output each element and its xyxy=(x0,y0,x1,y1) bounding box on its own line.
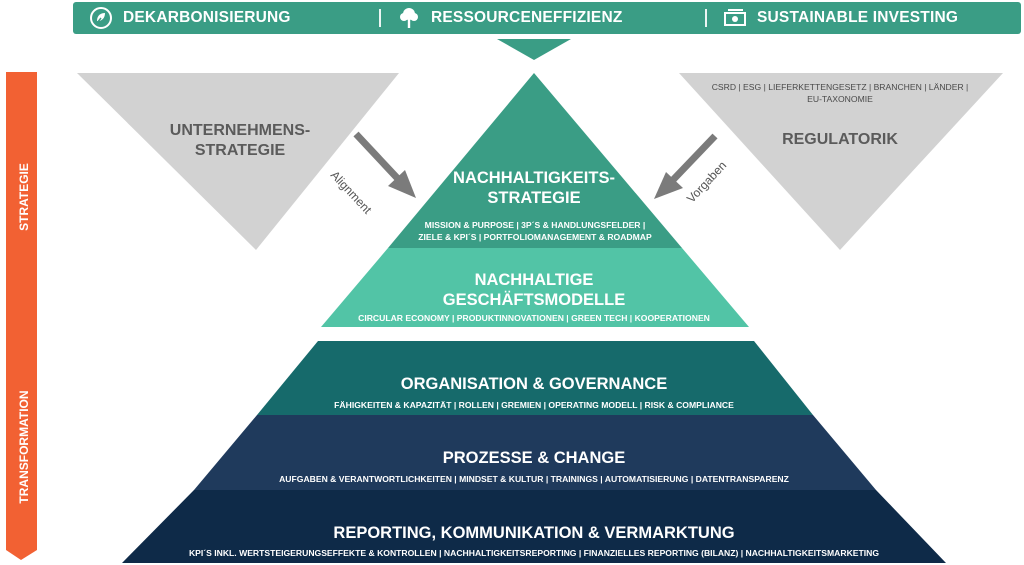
geschaeftsmodelle-subtitle: CIRCULAR ECONOMY | PRODUKTINNOVATIONEN |… xyxy=(358,313,710,323)
transformation-side-label: TRANSFORMATION xyxy=(17,390,31,504)
banner-item-dekarbonisierung: DEKARBONISIERUNG xyxy=(89,2,291,34)
banner-item-sustainable-investing: SUSTAINABLE INVESTING xyxy=(723,2,958,34)
transformation-side-arrow xyxy=(6,325,37,560)
geschaeftsmodelle-title: NACHHALTIGE GESCHÄFTSMODELLE xyxy=(420,270,648,310)
banner-pointer xyxy=(497,39,571,60)
reporting-title: REPORTING, KOMMUNIKATION & VERMARKTUNG xyxy=(333,524,735,542)
alignment-arrow xyxy=(353,131,416,198)
prozesse-title: PROZESSE & CHANGE xyxy=(442,449,626,467)
nachhaltigkeitsstrategie-title: NACHHALTIGKEITS- STRATEGIE xyxy=(434,168,634,208)
banner-item-ressourceneffizienz: RESSOURCENEFFIZIENZ xyxy=(397,2,623,34)
unternehmensstrategie-title: UNTERNEHMENS- STRATEGIE xyxy=(150,121,330,161)
organisation-title: ORGANISATION & GOVERNANCE xyxy=(400,375,668,393)
prozesse-subtitle: AUFGABEN & VERANTWORTLICHKEITEN | MINDSE… xyxy=(279,474,789,484)
reporting-level xyxy=(122,490,946,563)
tree-icon xyxy=(397,6,421,30)
regulatorik-title: REGULATORIK xyxy=(782,131,898,148)
subtitle-line: EU-TAXONOMIE xyxy=(807,94,873,104)
subtitle-line: CSRD | ESG | LIEFERKETTENGESETZ | BRANCH… xyxy=(711,82,969,92)
banner-separator xyxy=(379,9,381,27)
regulatorik-subtitle: CSRD | ESG | LIEFERKETTENGESETZ | BRANCH… xyxy=(694,81,986,105)
prozesse-level xyxy=(194,415,876,490)
leaf-plug-icon xyxy=(89,6,113,30)
title-line: STRATEGIE xyxy=(487,189,581,207)
title-line: NACHHALTIGE xyxy=(474,271,594,289)
subtitle-line: ZIELE & KPI´S | PORTFOLIOMANAGEMENT & RO… xyxy=(418,232,652,242)
strategie-side-label: STRATEGIE xyxy=(17,163,31,231)
nachhaltigkeitsstrategie-level xyxy=(388,73,682,248)
money-bill-icon xyxy=(723,6,747,30)
vorgaben-arrow xyxy=(654,133,718,199)
regulatorik-triangle xyxy=(679,73,1003,250)
nachhaltigkeitsstrategie-subtitle: MISSION & PURPOSE | 3P´S & HANDLUNGSFELD… xyxy=(404,219,666,243)
title-line: NACHHALTIGKEITS- xyxy=(453,169,615,187)
title-line: GESCHÄFTSMODELLE xyxy=(442,291,626,309)
organisation-subtitle: FÄHIGKEITEN & KAPAZITÄT | ROLLEN | GREMI… xyxy=(334,400,734,410)
geschaeftsmodelle-level xyxy=(321,248,749,327)
reporting-subtitle: KPI´S INKL. WERTSTEIGERUNGSEFFEKTE & KON… xyxy=(188,548,880,558)
strategie-side-arrow xyxy=(6,72,37,338)
title-line: STRATEGIE xyxy=(194,142,286,159)
banner-label: RESSOURCENEFFIZIENZ xyxy=(431,9,623,26)
subtitle-line: MISSION & PURPOSE | 3P´S & HANDLUNGSFELD… xyxy=(424,220,646,230)
organisation-level xyxy=(257,341,813,415)
banner-separator xyxy=(705,9,707,27)
banner-label: DEKARBONISIERUNG xyxy=(123,9,291,26)
banner-label: SUSTAINABLE INVESTING xyxy=(757,9,959,26)
top-banner: DEKARBONISIERUNG RESSOURCENEFFIZIENZ xyxy=(73,2,1021,34)
unternehmensstrategie-triangle xyxy=(77,73,399,250)
title-line: UNTERNEHMENS- xyxy=(169,122,311,139)
